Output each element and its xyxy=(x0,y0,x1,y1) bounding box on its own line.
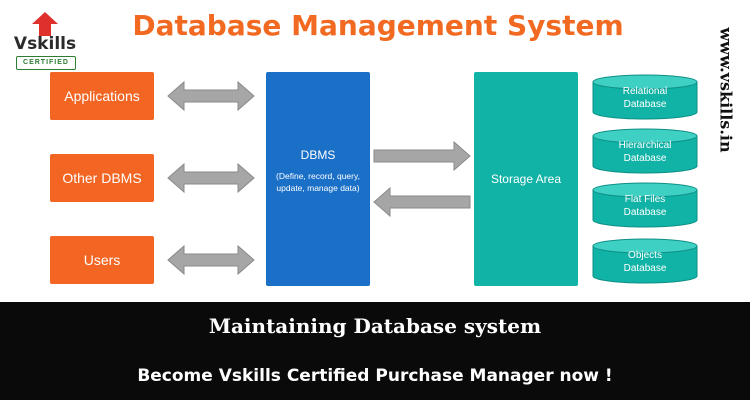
applications-label: Applications xyxy=(64,88,140,104)
flat-files-line1: Flat Files xyxy=(624,194,666,205)
storage-area-label: Storage Area xyxy=(490,172,562,186)
relational-database-label: Relational Database xyxy=(590,85,700,111)
dbms-subtitle: (Define, record, query, update, manage d… xyxy=(276,171,360,193)
footer-cta[interactable]: Become Vskills Certified Purchase Manage… xyxy=(137,366,613,386)
diagram-title: Database Management System xyxy=(132,9,624,42)
logo-brand: Vskills xyxy=(13,34,77,54)
logo-arrow-icon xyxy=(32,12,58,36)
other-dbms-box: Other DBMS xyxy=(50,154,154,202)
relational-line2: Database xyxy=(623,99,667,110)
hierarchical-database-label: Hierarchical Database xyxy=(590,139,700,165)
other-dbms-label: Other DBMS xyxy=(62,170,142,186)
flat-files-database-label: Flat Files Database xyxy=(590,193,700,219)
users-box: Users xyxy=(50,236,154,284)
objects-database-label: Objects Database xyxy=(590,249,700,275)
cylinder-shape xyxy=(592,128,698,174)
objects-line1: Objects xyxy=(628,250,662,261)
applications-box: Applications xyxy=(50,72,154,120)
objects-database-cylinder: Objects Database xyxy=(590,238,700,284)
hierarchical-line2: Database xyxy=(623,153,667,164)
cylinder-shape xyxy=(592,74,698,120)
hierarchical-line1: Hierarchical xyxy=(618,140,672,151)
hierarchical-database-cylinder: Hierarchical Database xyxy=(590,128,700,174)
otherdbms-dbms-arrow xyxy=(167,163,255,193)
dbms-box: DBMS (Define, record, query, update, man… xyxy=(266,72,370,286)
cylinder-shape xyxy=(592,182,698,228)
dbms-title: DBMS xyxy=(300,148,336,162)
dbms-to-storage-arrow xyxy=(373,141,471,171)
flat-files-line2: Database xyxy=(623,207,667,218)
relational-line1: Relational xyxy=(622,86,668,97)
users-label: Users xyxy=(83,252,121,268)
relational-database-cylinder: Relational Database xyxy=(590,74,700,120)
flat-files-database-cylinder: Flat Files Database xyxy=(590,182,700,228)
users-dbms-arrow xyxy=(167,245,255,275)
footer-title: Maintaining Database system xyxy=(208,314,542,338)
storage-area-box: Storage Area xyxy=(474,72,578,286)
vskills-logo: Vskills CERTIFIED xyxy=(12,12,78,70)
applications-dbms-arrow xyxy=(167,81,255,111)
storage-to-dbms-arrow xyxy=(373,187,471,217)
logo-badge: CERTIFIED xyxy=(16,56,76,70)
cylinder-shape xyxy=(592,238,698,284)
objects-line2: Database xyxy=(623,263,667,274)
footer-banner xyxy=(0,302,750,400)
